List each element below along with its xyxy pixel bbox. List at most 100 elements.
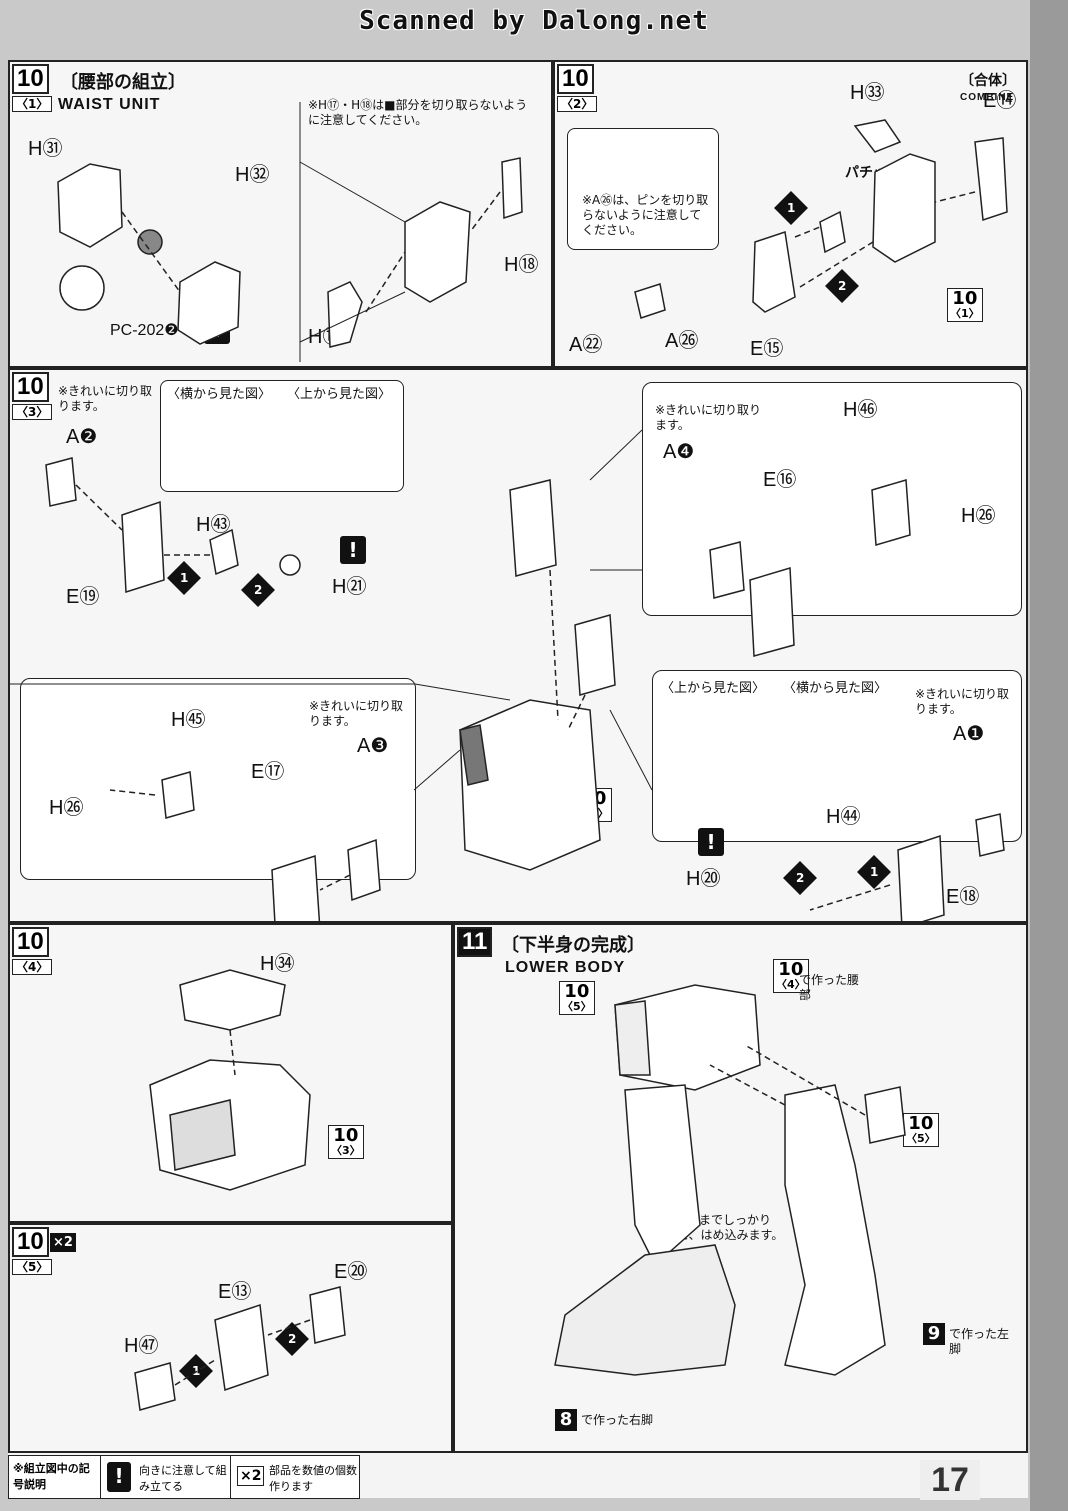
part-label: H㉑ bbox=[332, 576, 367, 598]
part-label: H㉛ bbox=[28, 138, 63, 160]
substep-label: 〈4〉 bbox=[12, 959, 53, 975]
symbol-legend: ※組立図中の記号説明 ! 向きに注意して組み立てる ×2 部品を数値の個数作りま… bbox=[8, 1455, 360, 1499]
ref-step-9: 9 bbox=[923, 1323, 945, 1345]
ref-step-8: 8 bbox=[555, 1409, 577, 1431]
part-label: E⑱ bbox=[946, 886, 980, 908]
part-label: A㉖ bbox=[665, 330, 699, 352]
multiplier-badge: ×2 bbox=[50, 1233, 76, 1252]
step-10-2-panel: 10 〈2〉 〔合体〕 COMBINE ※A㉖は、ピンを切り取らないように注意し… bbox=[553, 60, 1028, 368]
part-label: PC-202❷ bbox=[110, 322, 179, 339]
waist-assembly-center bbox=[459, 699, 601, 871]
step-number: 11 bbox=[457, 927, 493, 957]
step-10-4-panel: 10 〈4〉 H㉞ 10〈3〉 bbox=[8, 923, 453, 1223]
shoulder-armor bbox=[509, 479, 557, 577]
step-title-en: COMBINE bbox=[960, 92, 1015, 103]
part-label: H㊻ bbox=[843, 399, 878, 421]
callout-left-lower: H㊺ H㉖ E⑰ ※きれいに切り取ります。 A❸ bbox=[20, 678, 416, 880]
top-view-label: 〈上から見た図〉 bbox=[287, 387, 392, 402]
clean-cut-note: ※きれいに切り取ります。 bbox=[655, 403, 762, 432]
step-10-1-panel: 10 〈1〉 〔腰部の組立〕 WAIST UNIT ※H⑰・H⑱は■部分を切り取… bbox=[8, 60, 553, 368]
page-number: 17 bbox=[920, 1460, 980, 1500]
part-label: H㉖ bbox=[49, 797, 84, 819]
clean-cut-note: ※きれいに切り取ります。 bbox=[309, 699, 404, 728]
caution-note: ※H⑰・H⑱は■部分を切り取らないように注意してください。 bbox=[308, 98, 528, 127]
polycap bbox=[137, 229, 163, 255]
part-h18 bbox=[501, 157, 523, 220]
step-number: 10 bbox=[557, 64, 594, 94]
part-label: H㊹ bbox=[826, 806, 861, 828]
waist-assembly bbox=[404, 201, 471, 303]
side-view-label: 〈横から見た図〉 bbox=[167, 387, 272, 402]
part-label: A❷ bbox=[66, 426, 98, 448]
warning-icon: ! bbox=[107, 1462, 131, 1492]
part-label: H㊼ bbox=[124, 1335, 159, 1357]
ref-step-10-5: 10〈5〉 bbox=[903, 1113, 939, 1147]
part-label: H㊸ bbox=[196, 514, 231, 536]
clean-cut-note: ※きれいに切り取ります。 bbox=[58, 384, 153, 413]
part-label: H㉞ bbox=[260, 953, 295, 975]
assembly-drawing bbox=[57, 102, 523, 362]
left-leg-note: で作った左脚 bbox=[949, 1327, 1010, 1356]
scan-credit: Scanned by Dalong.net bbox=[359, 6, 709, 36]
substep-label: 〈3〉 bbox=[12, 404, 53, 420]
manual-page: 10 〈1〉 〔腰部の組立〕 WAIST UNIT ※H⑰・H⑱は■部分を切り取… bbox=[8, 60, 1028, 1498]
legend-warn-cell: ! 向きに注意して組み立てる bbox=[101, 1456, 231, 1498]
step-number: 10 bbox=[12, 64, 49, 94]
ref-step-10-1: 10〈1〉 bbox=[947, 288, 983, 322]
step-title-en: WAIST UNIT bbox=[58, 96, 161, 113]
step-number: 10 bbox=[12, 927, 49, 957]
step-title-jp: 〔合体〕 bbox=[960, 73, 1016, 89]
part-label: A❹ bbox=[663, 441, 695, 463]
side-view-label: 〈横から見た図〉 bbox=[783, 681, 888, 696]
step-10-3-panel: 10 〈3〉 〈横から見た図〉 〈上から見た図〉 ※きれいに切り取ります。 A❷… bbox=[8, 368, 1028, 923]
multiplier-icon: ×2 bbox=[237, 1466, 265, 1486]
pin-note: ※A㉖は、ピンを切り取らないように注意してください。 bbox=[582, 193, 709, 237]
pin-callout: ※A㉖は、ピンを切り取らないように注意してください。 bbox=[567, 128, 719, 250]
part-label: H㊺ bbox=[171, 709, 206, 731]
substep-label: 〈1〉 bbox=[12, 96, 53, 112]
part-label: E⑳ bbox=[334, 1261, 368, 1283]
part-h17 bbox=[327, 281, 363, 348]
ref-step-10-4: 10〈4〉 bbox=[773, 959, 809, 993]
right-leg-thigh bbox=[624, 1084, 701, 1267]
step-title-jp: 〔腰部の組立〕 bbox=[60, 72, 186, 93]
legend-mult-cell: ×2 部品を数値の個数作ります bbox=[231, 1456, 359, 1498]
ref-step-10-5: 10〈5〉 bbox=[559, 981, 595, 1015]
legend-warn-text: 向きに注意して組み立てる bbox=[139, 1464, 227, 1493]
part-label: A㉒ bbox=[569, 334, 603, 356]
step-title-jp: 〔下半身の完成〕 bbox=[501, 935, 645, 956]
ref-step-10-3: 10〈3〉 bbox=[328, 1125, 364, 1159]
part-label: E⑬ bbox=[218, 1281, 252, 1303]
view-callout-left: 〈横から見た図〉 〈上から見た図〉 bbox=[160, 380, 404, 492]
left-leg bbox=[784, 1084, 886, 1376]
top-view-label: 〈上から見た図〉 bbox=[661, 681, 766, 696]
legend-mult-text: 部品を数値の個数作ります bbox=[269, 1464, 357, 1493]
waist-part-right bbox=[177, 261, 241, 345]
part-label: H⑱ bbox=[504, 254, 539, 276]
right-leg-note: で作った右脚 bbox=[581, 1413, 654, 1427]
assembly-drawing bbox=[10, 429, 1005, 921]
detail-callout bbox=[59, 265, 105, 311]
waist-part-left bbox=[57, 163, 123, 248]
callout-right-upper: ※きれいに切り取ります。 A❹ E⑯ H㊻ H㉖ bbox=[642, 382, 1022, 616]
scan-edge bbox=[1030, 0, 1068, 1511]
part-label: A❸ bbox=[357, 735, 389, 757]
callout-right-lower: 〈上から見た図〉 〈横から見た図〉 ※きれいに切り取ります。 A❶ bbox=[652, 670, 1022, 842]
assembly-drawing bbox=[634, 119, 1008, 319]
right-leg-foot bbox=[554, 1244, 736, 1376]
waist-ref-note: で作った腰部 bbox=[799, 973, 860, 1002]
part-label: E⑮ bbox=[750, 338, 784, 360]
part-label: E⑰ bbox=[251, 761, 285, 783]
substep-label: 〈5〉 bbox=[12, 1259, 53, 1275]
step-11-panel: 11 〔下半身の完成〕 LOWER BODY 10〈5〉 10〈4〉 で作った腰… bbox=[453, 923, 1028, 1453]
part-label: E⑯ bbox=[763, 469, 797, 491]
orientation-warning-icon: ! bbox=[698, 828, 724, 856]
substep-label: 〈2〉 bbox=[557, 96, 598, 112]
part-label: H㉜ bbox=[235, 164, 270, 186]
part-label: A❶ bbox=[953, 723, 985, 745]
clean-cut-note: ※きれいに切り取ります。 bbox=[915, 687, 1010, 716]
assembly-drawing bbox=[134, 1286, 346, 1411]
step-number: 10 bbox=[12, 1227, 49, 1257]
assembly-drawing bbox=[554, 984, 906, 1376]
part-label: H⑳ bbox=[686, 868, 721, 890]
